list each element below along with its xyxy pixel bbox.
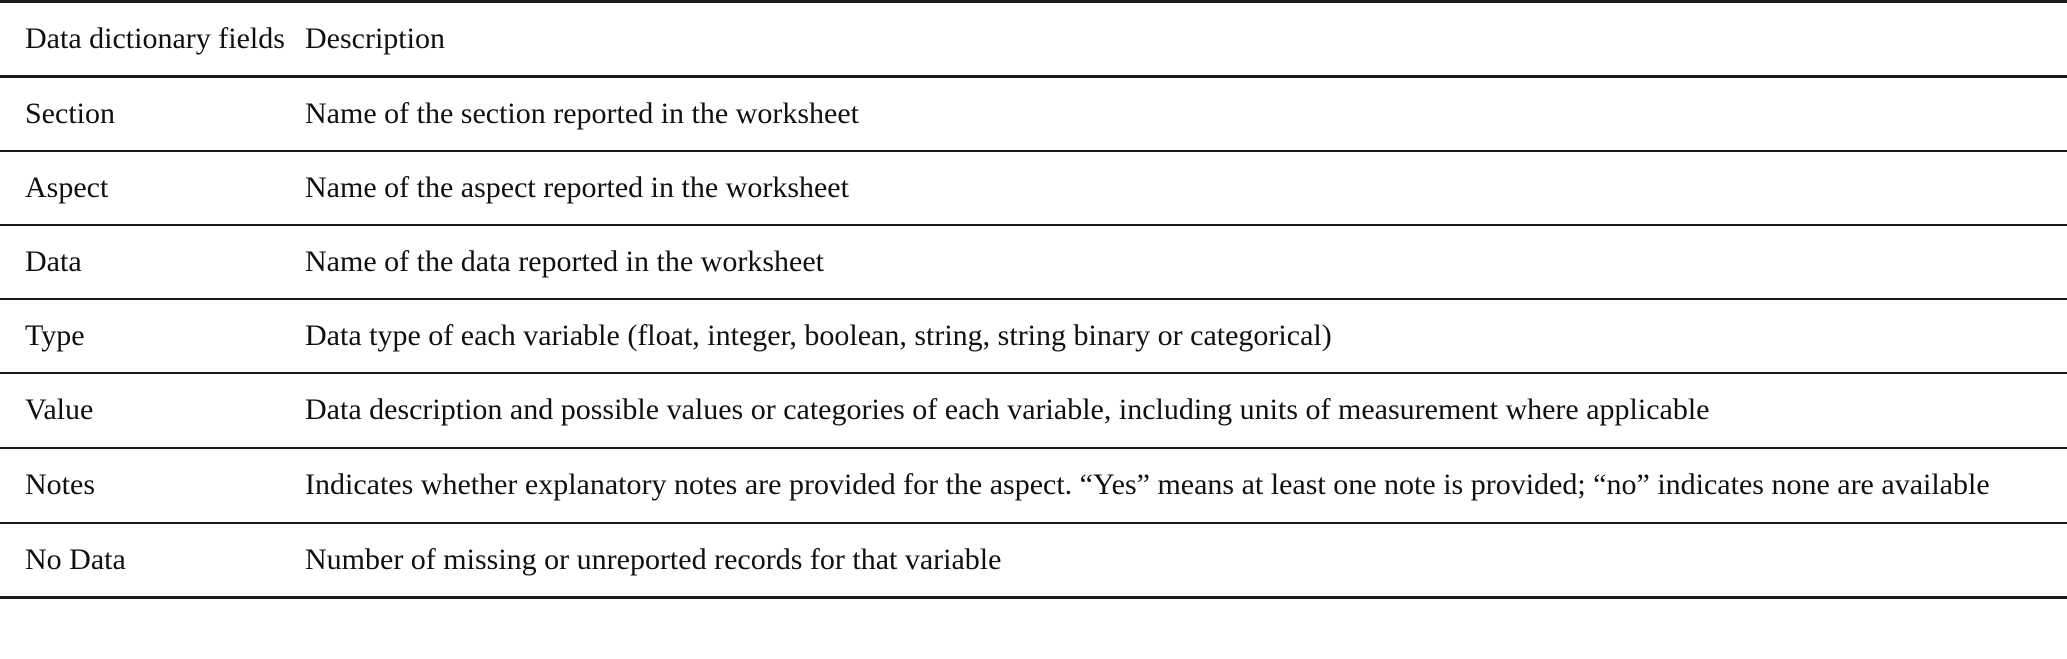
table-row: Data Name of the data reported in the wo… [0,225,2067,300]
data-dictionary-table: Data dictionary fields Description Secti… [0,0,2067,599]
row-description-notes: Indicates whether explanatory notes are … [305,448,2067,524]
table-row: Aspect Name of the aspect reported in th… [0,151,2067,226]
row-description-section: Name of the section reported in the work… [305,76,2067,152]
field-name: No Data [25,543,126,576]
row-description-type: Data type of each variable (float, integ… [305,299,2067,374]
row-field-data: Data [0,225,305,300]
table-header: Data dictionary fields Description [0,0,2067,78]
field-description: Name of the section reported in the work… [305,97,859,130]
table-body: Section Name of the section reported in … [0,76,2067,599]
column-header-description: Description [305,0,2067,78]
row-field-type: Type [0,299,305,374]
table-header-row: Data dictionary fields Description [0,0,2067,78]
column-header-description-label: Description [305,22,445,55]
field-description: Data type of each variable (float, integ… [305,319,1332,352]
table-row: Value Data description and possible valu… [0,373,2067,449]
table-row: No Data Number of missing or unreported … [0,523,2067,599]
row-field-section: Section [0,76,305,152]
row-description-data: Name of the data reported in the workshe… [305,225,2067,300]
table-row: Section Name of the section reported in … [0,76,2067,152]
row-description-aspect: Name of the aspect reported in the works… [305,151,2067,226]
table-row: Notes Indicates whether explanatory note… [0,448,2067,524]
field-name: Type [25,319,85,352]
row-description-no-data: Number of missing or unreported records … [305,523,2067,599]
field-description: Name of the data reported in the workshe… [305,245,824,278]
table-row: Type Data type of each variable (float, … [0,299,2067,374]
field-description: Data description and possible values or … [305,393,1710,426]
row-field-no-data: No Data [0,523,305,599]
row-field-aspect: Aspect [0,151,305,226]
row-description-value: Data description and possible values or … [305,373,2067,449]
field-name: Aspect [25,171,109,204]
field-name: Section [25,97,115,130]
field-description: Number of missing or unreported records … [305,543,1002,576]
column-header-field: Data dictionary fields [0,0,305,78]
row-field-notes: Notes [0,448,305,524]
field-name: Value [25,393,94,426]
field-name: Notes [25,468,95,501]
field-description: Indicates whether explanatory notes are … [305,468,1990,501]
column-header-field-label: Data dictionary fields [25,22,285,55]
field-description: Name of the aspect reported in the works… [305,171,849,204]
field-name: Data [25,245,82,278]
row-field-value: Value [0,373,305,449]
